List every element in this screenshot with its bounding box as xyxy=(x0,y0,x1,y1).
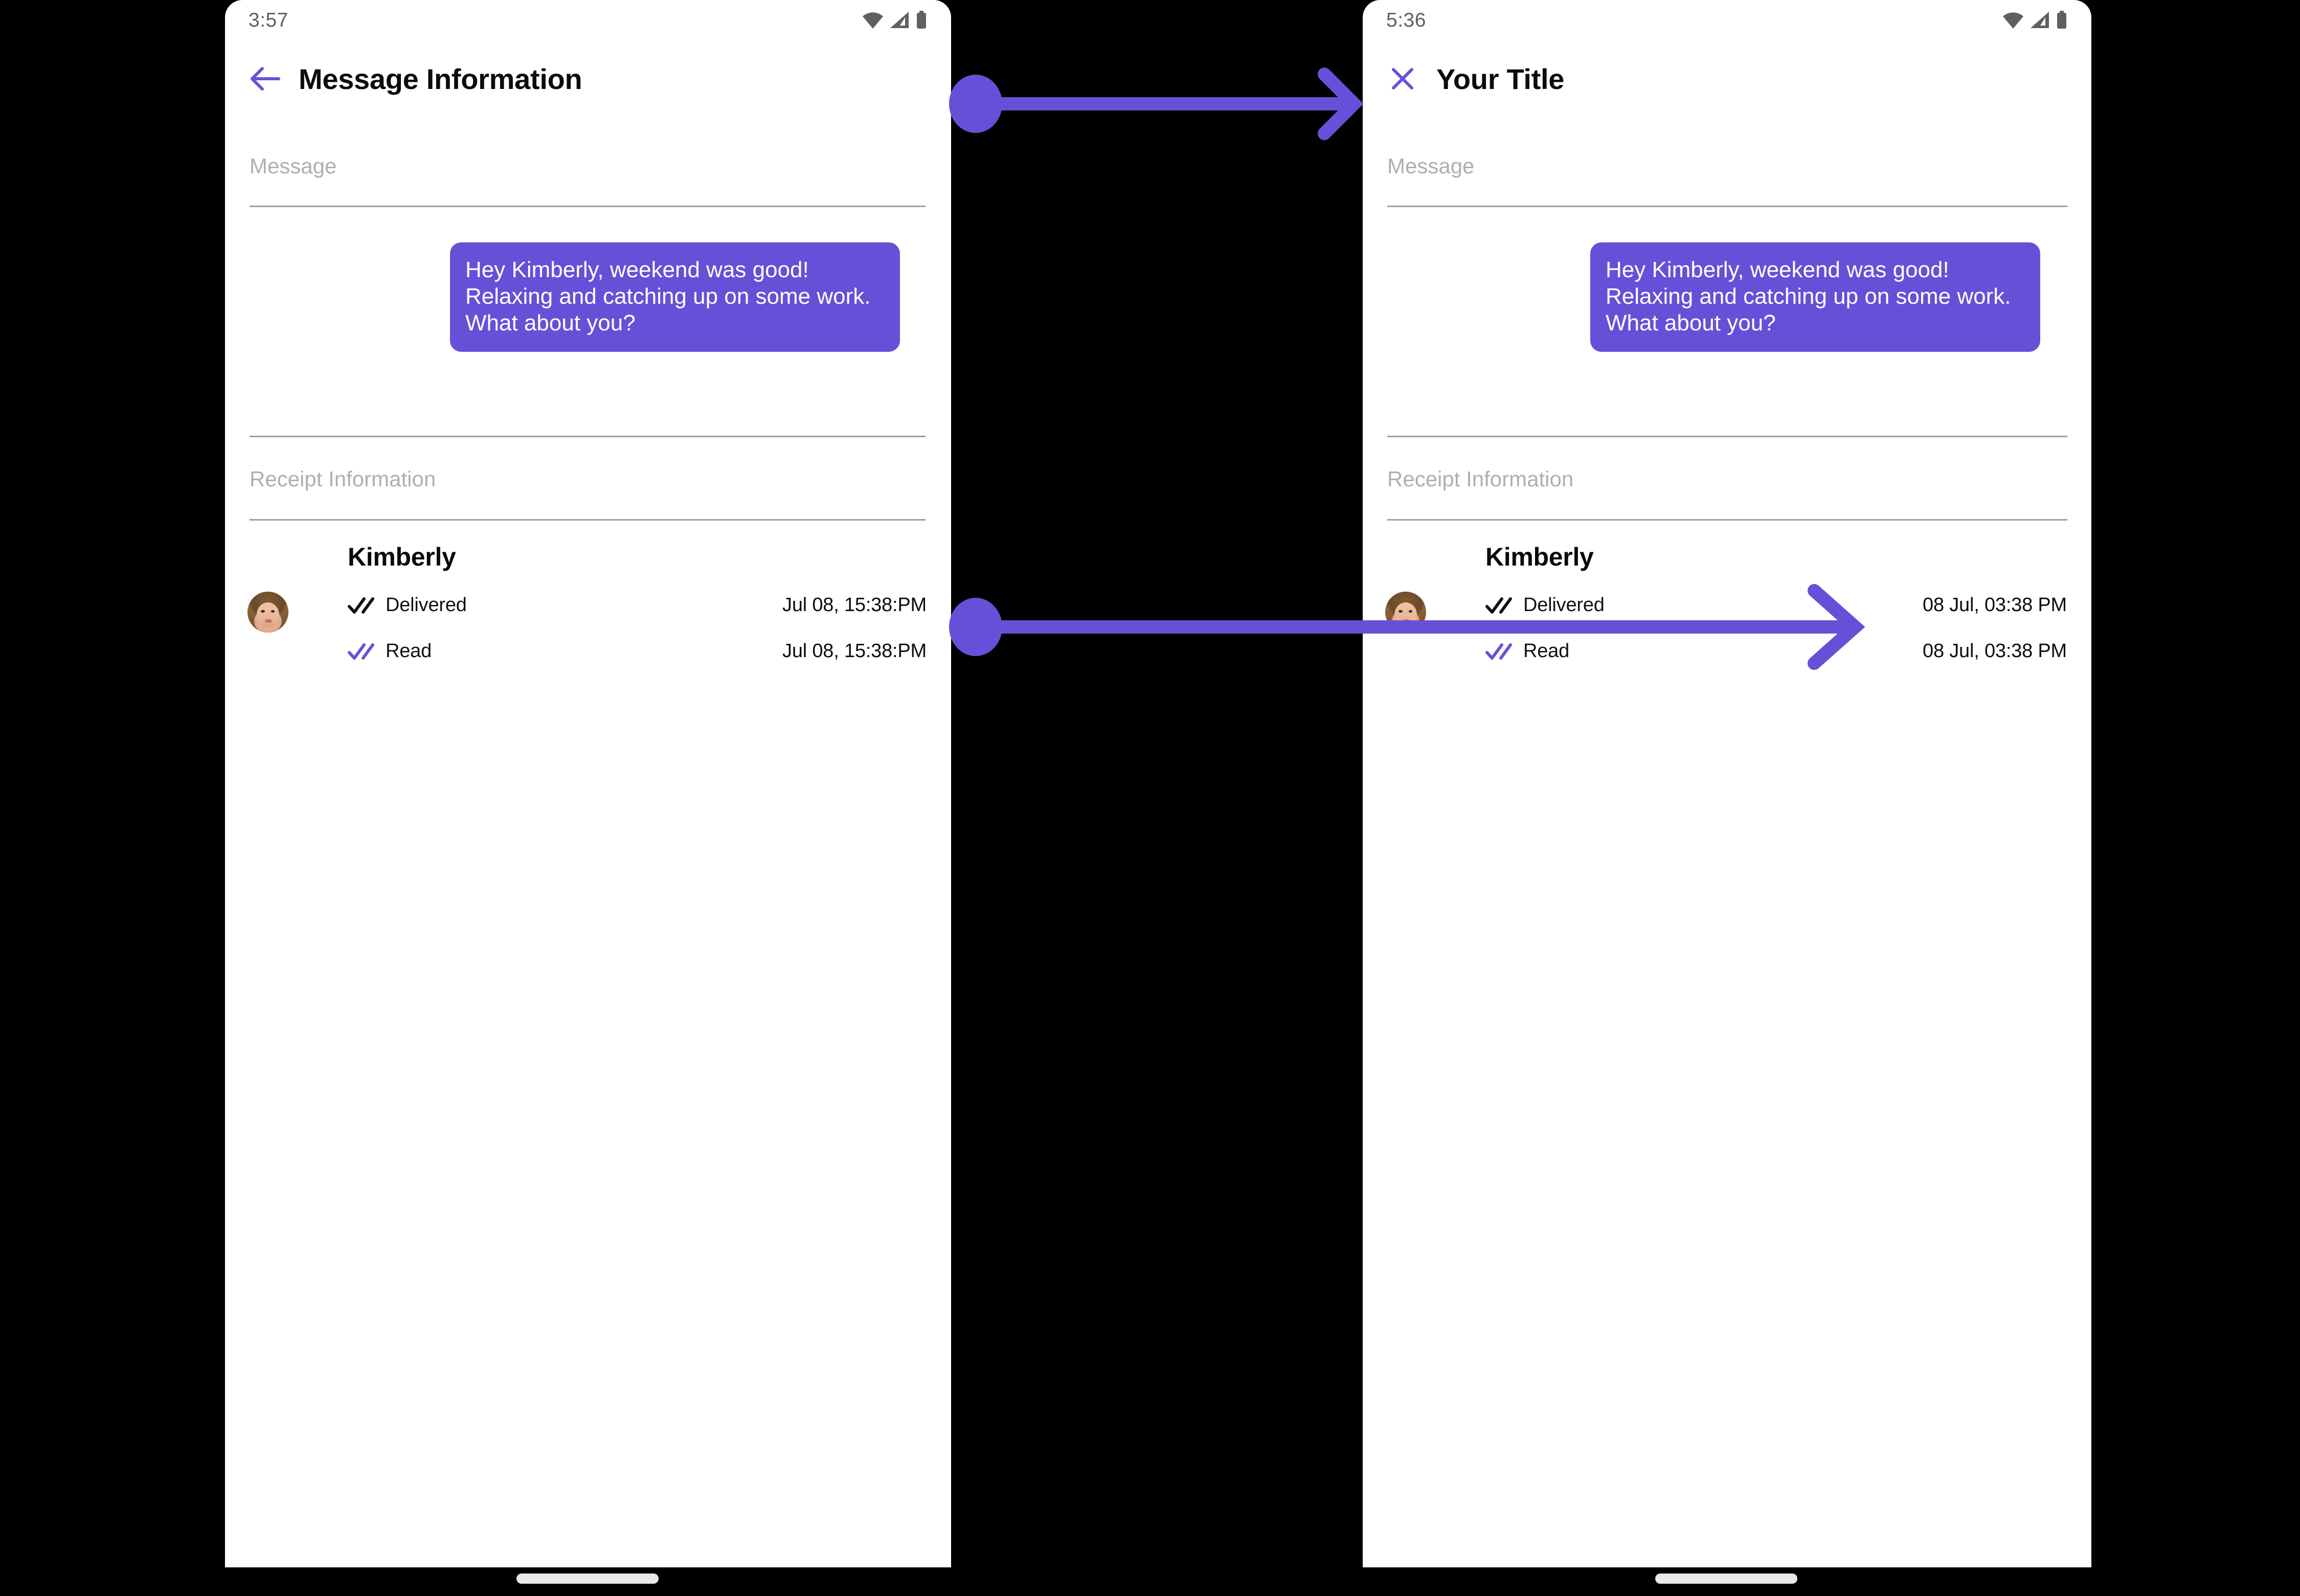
receipt-contact-name: Kimberly xyxy=(348,543,456,571)
receipt-contact-name: Kimberly xyxy=(1485,543,1594,571)
message-section-divider xyxy=(250,206,926,207)
message-section-label: Message xyxy=(250,154,337,178)
receipt-row-read: Read xyxy=(348,640,432,662)
receipt-row-label: Read xyxy=(386,640,432,662)
status-icon-group xyxy=(2002,11,2068,29)
wifi-icon xyxy=(2003,12,2023,29)
receipt-row-read: Read xyxy=(1485,640,1569,662)
avatar xyxy=(247,592,288,633)
receipt-section-label: Receipt Information xyxy=(250,467,436,491)
receipt-section-label: Receipt Information xyxy=(1387,467,1574,491)
status-time: 5:36 xyxy=(1386,9,1426,31)
page-title: Your Title xyxy=(1436,62,1565,95)
status-time: 3:57 xyxy=(249,9,288,31)
battery-icon xyxy=(917,11,926,29)
receipt-row-time: 08 Jul, 03:38 PM xyxy=(1923,594,2067,616)
battery-icon xyxy=(2057,11,2066,29)
close-x-icon xyxy=(1392,68,1413,89)
receipt-row-label: Delivered xyxy=(1523,594,1605,616)
receipt-row-time: 08 Jul, 03:38 PM xyxy=(1923,640,2067,662)
close-button[interactable] xyxy=(1379,55,1426,102)
receipt-row-label: Delivered xyxy=(386,594,467,616)
phone-screen-after: 5:36 Your Title xyxy=(1363,0,2091,1567)
receipt-row-delivered: Delivered xyxy=(1485,594,1605,616)
message-section-divider xyxy=(1387,206,2067,207)
receipt-row-delivered: Delivered xyxy=(348,594,467,616)
app-bar: Your Title xyxy=(1363,40,2091,118)
status-bar: 5:36 xyxy=(1363,0,2091,40)
back-button[interactable] xyxy=(241,55,288,102)
back-arrow-icon xyxy=(251,67,280,91)
gesture-home-indicator[interactable] xyxy=(1655,1573,1797,1584)
app-bar: Message Information xyxy=(225,40,951,118)
receipt-section-divider xyxy=(1387,519,2067,521)
double-check-icon xyxy=(1485,597,1512,614)
status-icon-group xyxy=(862,11,928,29)
phone-screen-before: 3:57 Message Info xyxy=(225,0,951,1567)
page-title: Message Information xyxy=(299,62,582,95)
receipt-row-label: Read xyxy=(1523,640,1570,662)
double-check-icon xyxy=(1485,643,1512,660)
cellular-signal-icon xyxy=(890,12,909,28)
receipt-section-divider xyxy=(250,519,926,521)
message-bubble: Hey Kimberly, weekend was good! Relaxing… xyxy=(450,242,900,352)
gesture-home-indicator[interactable] xyxy=(516,1573,659,1584)
receipt-row-time: Jul 08, 15:38:PM xyxy=(782,640,927,662)
double-check-icon xyxy=(348,597,374,614)
message-bubble: Hey Kimberly, weekend was good! Relaxing… xyxy=(1590,242,2040,352)
receipt-top-divider xyxy=(1387,436,2067,437)
receipt-row-time: Jul 08, 15:38:PM xyxy=(782,594,927,616)
double-check-icon xyxy=(348,643,374,660)
avatar xyxy=(1385,592,1426,633)
receipt-top-divider xyxy=(250,436,926,437)
status-bar: 3:57 xyxy=(225,0,951,40)
cellular-signal-icon xyxy=(2031,12,2049,28)
message-section-label: Message xyxy=(1387,154,1475,178)
wifi-icon xyxy=(863,12,883,29)
appbar-change-arrow xyxy=(949,68,1364,140)
